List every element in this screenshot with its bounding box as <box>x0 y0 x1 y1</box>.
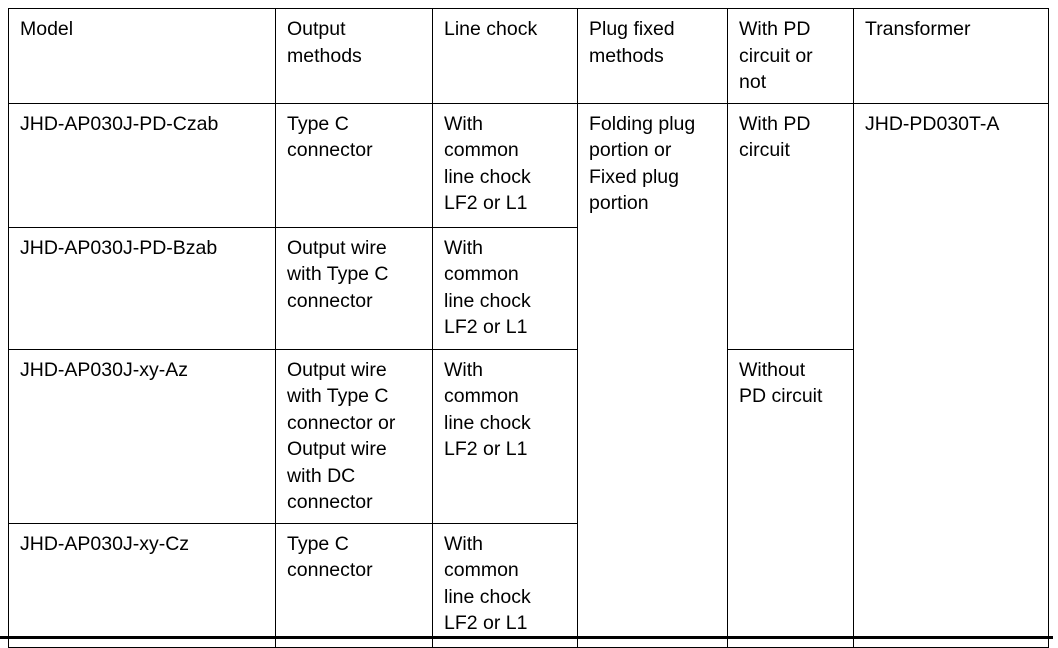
cell-output-methods: Type C connector <box>275 522 433 648</box>
column-header-plug-fixed-methods: Plug fixed methods <box>577 8 728 104</box>
table-row: JHD-AP030J-xy-Cz Type C connector With c… <box>8 522 1049 648</box>
cell-pd-circuit: With PD circuit <box>727 102 854 350</box>
cell-output-methods: Output wire with Type C connector or Out… <box>275 348 433 524</box>
cell-line-chock: With common line chock LF2 or L1 <box>432 348 578 524</box>
cell-model: JHD-AP030J-xy-Cz <box>8 522 276 648</box>
column-header-line-chock: Line chock <box>432 8 578 104</box>
column-header-pd-circuit: With PD circuit or not <box>727 8 854 104</box>
column-header-model: Model <box>8 8 276 104</box>
table-row: JHD-AP030J-PD-Czab Type C connector With… <box>8 102 1049 648</box>
cell-plug-fixed-methods: Folding plug portion or Fixed plug porti… <box>577 102 728 648</box>
table-row: JHD-AP030J-PD-Bzab Output wire with Type… <box>8 226 1049 350</box>
cell-pd-circuit: Without PD circuit <box>727 348 854 648</box>
cell-output-methods: Type C connector <box>275 102 433 228</box>
cell-model: JHD-AP030J-xy-Az <box>8 348 276 524</box>
cell-transformer: JHD-PD030T-A <box>853 102 1049 648</box>
table-header-row: Model Output methods Line chock Plug fix… <box>8 8 1049 104</box>
page-bottom-rule <box>0 636 1053 639</box>
table-row: JHD-AP030J-xy-Az Output wire with Type C… <box>8 348 1049 648</box>
column-header-transformer: Transformer <box>853 8 1049 104</box>
cell-model: JHD-AP030J-PD-Bzab <box>8 226 276 350</box>
cell-output-methods: Output wire with Type C connector <box>275 226 433 350</box>
cell-model: JHD-AP030J-PD-Czab <box>8 102 276 228</box>
cell-line-chock: With common line chock LF2 or L1 <box>432 102 578 228</box>
product-model-specification-table: Model Output methods Line chock Plug fix… <box>8 8 1049 648</box>
cell-line-chock: With common line chock LF2 or L1 <box>432 226 578 350</box>
cell-line-chock: With common line chock LF2 or L1 <box>432 522 578 648</box>
column-header-output-methods: Output methods <box>275 8 433 104</box>
